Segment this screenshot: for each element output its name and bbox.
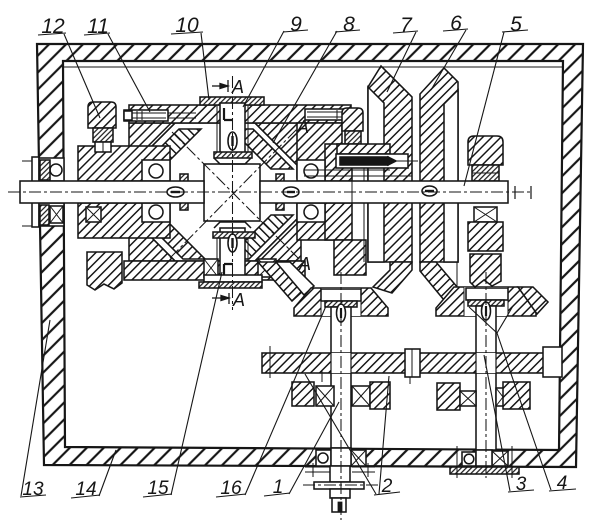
- svg-text:15: 15: [147, 478, 169, 499]
- svg-text:1: 1: [273, 477, 284, 498]
- svg-text:10: 10: [175, 14, 199, 37]
- svg-text:6: 6: [450, 12, 462, 35]
- svg-text:A: A: [296, 117, 309, 137]
- svg-text:A: A: [231, 77, 244, 97]
- svg-text:11: 11: [87, 15, 109, 38]
- svg-text:14: 14: [75, 479, 96, 500]
- svg-text:16: 16: [220, 478, 242, 499]
- svg-text:4: 4: [557, 473, 568, 494]
- svg-text:A: A: [232, 290, 245, 310]
- svg-text:7: 7: [400, 14, 413, 37]
- svg-text:3: 3: [516, 474, 527, 495]
- svg-text:13: 13: [22, 479, 44, 500]
- svg-text:5: 5: [510, 13, 522, 36]
- svg-text:2: 2: [381, 476, 393, 497]
- svg-text:A: A: [298, 254, 311, 274]
- svg-text:9: 9: [290, 13, 302, 36]
- svg-text:12: 12: [41, 15, 65, 38]
- svg-text:8: 8: [343, 13, 355, 36]
